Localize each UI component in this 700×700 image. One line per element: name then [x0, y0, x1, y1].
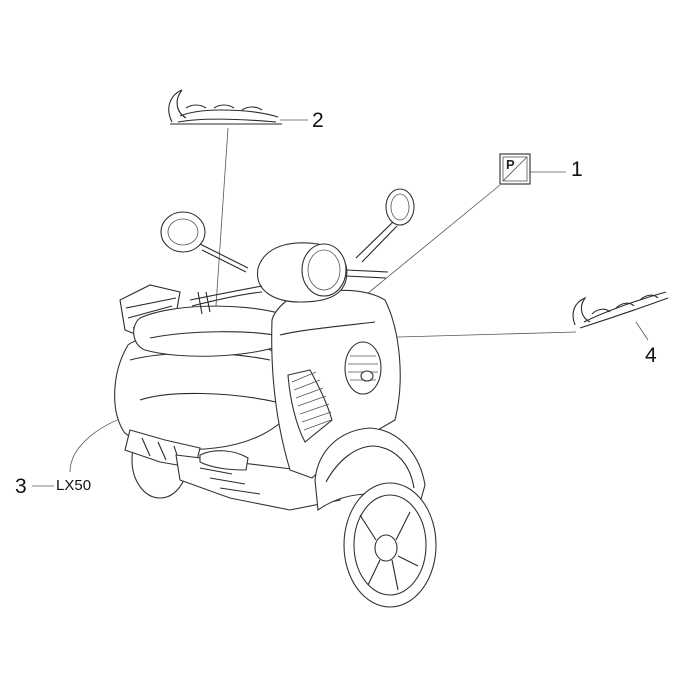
- badge-emblem: [499, 153, 531, 185]
- badge-letter: P: [506, 157, 515, 172]
- leader-line-1-drop: [344, 184, 501, 313]
- side-grille: [287, 369, 333, 443]
- front-wheel: [343, 482, 437, 608]
- seat: [133, 305, 293, 357]
- leader-line-4-tail: [635, 321, 649, 341]
- callout-number-1: 1: [571, 158, 583, 181]
- vespa-logo-right: [572, 291, 669, 329]
- handlebar-right: [345, 269, 389, 273]
- horn-cover: [344, 341, 382, 395]
- handlebar-left: [189, 285, 263, 301]
- mirror-right: [355, 188, 415, 263]
- callout-number-2: 2: [312, 109, 324, 132]
- vespa-logo-upper: [168, 89, 282, 125]
- callout-number-4: 4: [645, 344, 657, 367]
- callout-number-3: 3: [15, 475, 27, 498]
- headset: [257, 242, 348, 303]
- mirror-left: [160, 211, 249, 273]
- model-decal-label: LX50: [56, 477, 92, 494]
